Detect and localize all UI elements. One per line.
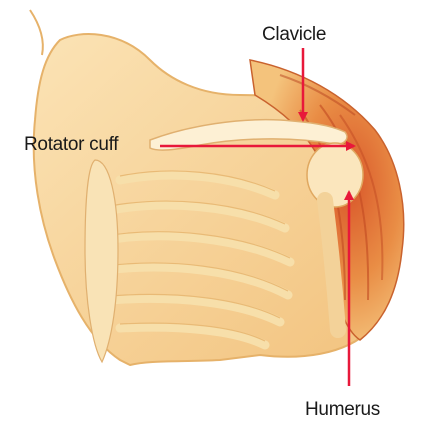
humerus-label: Humerus [305,400,380,419]
rotator-cuff-label: Rotator cuff [24,135,118,154]
clavicle-label: Clavicle [262,25,326,44]
